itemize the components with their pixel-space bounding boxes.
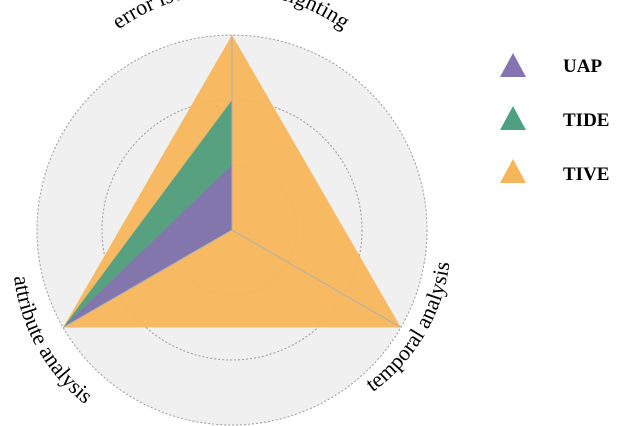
series-tide-area bbox=[63, 100, 232, 328]
series-uap-area bbox=[63, 165, 232, 328]
axis-label-error-isolating: error isolating & weighting bbox=[107, 0, 355, 34]
legend-marker-uap bbox=[500, 53, 526, 77]
legend-label-tive: TIVE bbox=[563, 164, 609, 185]
legend-label-uap: UAP bbox=[563, 56, 602, 77]
legend-label-tide: TIDE bbox=[563, 110, 609, 131]
axis-label-error-isolating-text: error isolating & weighting bbox=[107, 0, 355, 34]
grid-circle-3 bbox=[36, 34, 428, 426]
axis-spokes bbox=[62, 35, 402, 328]
spoke-2 bbox=[62, 229, 233, 328]
spoke-1 bbox=[231, 229, 402, 328]
legend: UAP TIDE TIVE bbox=[500, 53, 609, 185]
legend-marker-tive bbox=[500, 159, 526, 183]
legend-marker-tide bbox=[500, 106, 526, 130]
